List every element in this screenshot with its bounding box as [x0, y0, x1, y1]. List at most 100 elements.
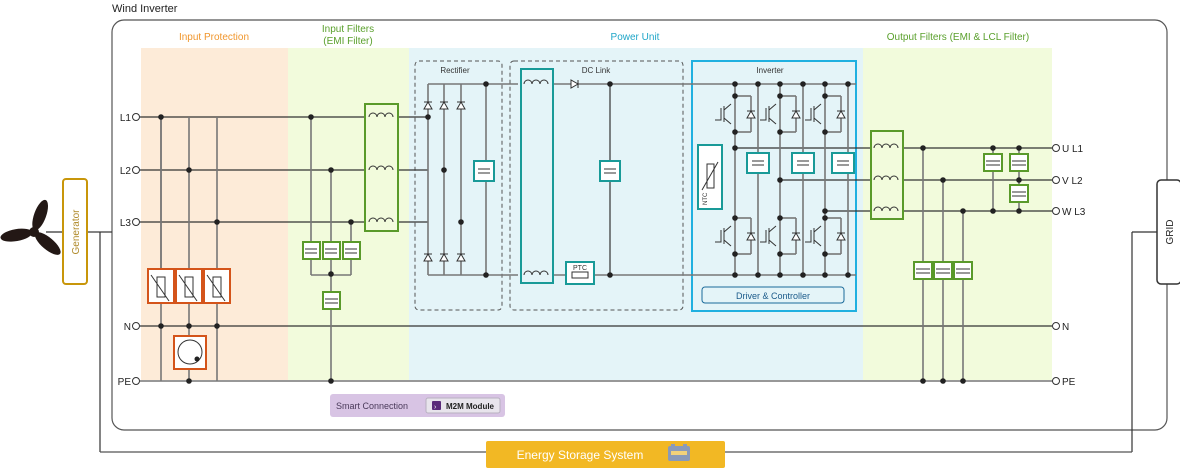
output-filters-zone [863, 48, 1052, 380]
input-terminal-label: PE [118, 377, 132, 388]
junction-dot [800, 272, 806, 278]
junction-dot [822, 215, 828, 221]
input-protection-zone [141, 48, 288, 380]
junction-dot [214, 219, 220, 225]
lcl-capacitor [1009, 153, 1029, 172]
section-output-filters: Output Filters (EMI & LCL Filter) [887, 32, 1029, 43]
energy-storage-button[interactable] [486, 441, 725, 468]
generator-label: Generator [71, 209, 82, 255]
ptc-body [571, 271, 589, 279]
diode-icon [423, 100, 433, 110]
junction-dot [732, 81, 738, 87]
inductor-coil [523, 270, 549, 276]
junction-dot [158, 114, 164, 120]
battery-icon [668, 444, 690, 461]
diode-icon [791, 109, 801, 119]
igbt-icon [760, 103, 777, 125]
junction-dot [186, 378, 192, 384]
power-unit-zone [409, 48, 863, 380]
dc-link-label: DC Link [582, 66, 611, 75]
input-terminal-l3 [132, 218, 140, 226]
igbt-icon [760, 225, 777, 247]
diode-icon [836, 109, 846, 119]
junction-dot [920, 145, 926, 151]
output-choke [870, 130, 904, 220]
junction-dot [822, 93, 828, 99]
igbt-icon [715, 103, 732, 125]
wind-turbine-icon [0, 199, 61, 255]
m2m-module-label: M2M Module [446, 402, 495, 411]
generator-box[interactable] [62, 178, 88, 285]
junction-dot [777, 81, 783, 87]
dc-choke [520, 68, 554, 284]
inductor-coil [873, 143, 899, 149]
diode-icon [456, 252, 466, 262]
junction-dot [732, 93, 738, 99]
junction-dot [441, 167, 447, 173]
igbt-icon [805, 225, 822, 247]
m2m-arrow-icon [432, 401, 441, 410]
junction-dot [822, 81, 828, 87]
output-terminal [1052, 176, 1060, 184]
junction-dot [777, 272, 783, 278]
emi-capacitor [342, 241, 361, 260]
output-terminal [1052, 144, 1060, 152]
driver-controller-label: Driver & Controller [736, 291, 810, 301]
ntc-slash [701, 161, 719, 191]
input-terminal-pe [132, 377, 140, 385]
inductor-coil [523, 79, 549, 85]
junction-dot [186, 167, 192, 173]
inductor-coil [368, 112, 394, 118]
output-terminal-label: W L3 [1062, 207, 1086, 218]
junction-dot [777, 129, 783, 135]
junction-dot [483, 272, 489, 278]
junction-dot [845, 81, 851, 87]
junction-dot [990, 145, 996, 151]
junction-dot [328, 271, 334, 277]
lcl-capacitor [983, 153, 1003, 172]
junction-dot [777, 251, 783, 257]
section-power-unit: Power Unit [611, 32, 660, 43]
inverter-capacitor [746, 152, 770, 174]
rectifier-label: Rectifier [440, 66, 470, 75]
m2m-module-button[interactable] [425, 397, 501, 414]
input-filters-zone [288, 48, 409, 380]
inductor-coil [368, 217, 394, 223]
varistor-body [184, 276, 194, 298]
input-choke [364, 103, 399, 232]
junction-dot [158, 323, 164, 329]
junction-dot [483, 81, 489, 87]
energy-storage-label: Energy Storage System [517, 448, 644, 462]
junction-dot [920, 378, 926, 384]
varistor-slash [178, 274, 198, 302]
junction-dot [308, 114, 314, 120]
junction-dot [186, 323, 192, 329]
junction-dot [458, 219, 464, 225]
junction-dot [845, 272, 851, 278]
junction-dot [940, 378, 946, 384]
output-terminal-label: N [1062, 322, 1069, 333]
junction-dot [960, 208, 966, 214]
emi-capacitor [302, 241, 321, 260]
emi-capacitor [322, 241, 341, 260]
output-terminal-label: PE [1062, 377, 1076, 388]
ntc-body [706, 163, 715, 189]
varistor-slash [206, 274, 226, 302]
inductor-coil [873, 206, 899, 212]
gdt-dot [194, 356, 200, 362]
m2m-arrow-glyph: › [434, 404, 437, 411]
junction-dot [328, 167, 334, 173]
grid-box[interactable] [1156, 179, 1180, 285]
output-y-capacitor [953, 261, 973, 280]
junction-dot [607, 272, 613, 278]
output-y-capacitor [913, 261, 933, 280]
inverter-block [691, 60, 857, 312]
inverter-capacitor [831, 152, 855, 174]
dc-link-capacitor [599, 160, 621, 182]
junction-dot [1016, 145, 1022, 151]
inductor-coil [873, 175, 899, 181]
dc-diode-icon [570, 79, 580, 89]
input-terminal-l1 [132, 113, 140, 121]
ntc-label: NTC [703, 192, 709, 205]
